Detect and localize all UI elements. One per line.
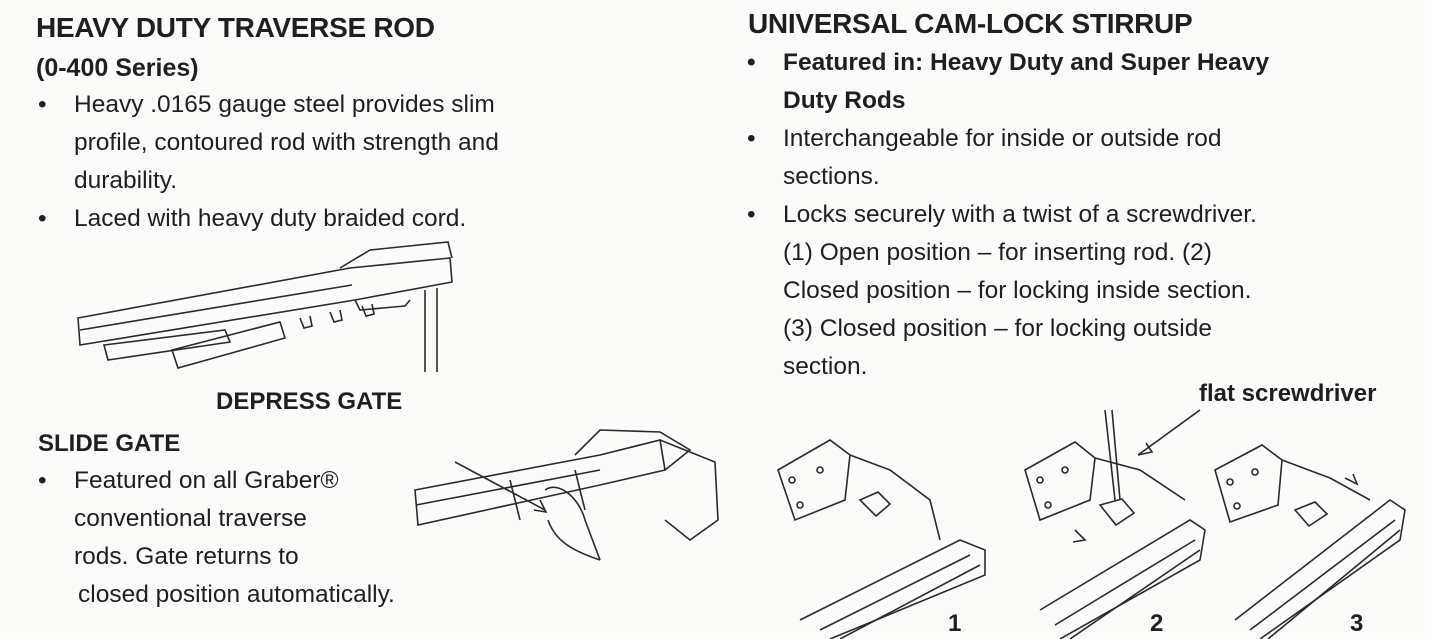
heading-universal-cam-lock-stirrup: UNIVERSAL CAM-LOCK STIRRUP [748,8,1193,39]
traverse-rod-illustration [77,241,453,372]
bullet-cord: • Laced with heavy duty braided cord. [38,205,467,232]
depress-gate-label: DEPRESS GATE [216,388,403,415]
bullet-featured-in: • Featured in: Heavy Duty and Super Heav… [747,49,1270,114]
heading-slide-gate: SLIDE GATE [38,430,181,457]
bullet-graber: • Featured on all Graber® conventional t… [38,467,395,608]
bullet-interchangeable: • Interchangeable for inside or outside … [747,125,1222,190]
bullet-locks-securely: • Locks securely with a twist of a screw… [747,201,1257,380]
slide-gate-bullet-list: • Featured on all Graber® conventional t… [36,462,395,614]
bullet-steel: • Heavy .0165 gauge steel provides slim … [38,91,499,194]
right-bullet-list: • Featured in: Heavy Duty and Super Heav… [745,44,1269,386]
step-number-3: 3 [1350,610,1364,637]
cam-lock-step-illustrations [777,409,1406,639]
left-bullet-list: • Heavy .0165 gauge steel provides slim … [36,86,499,238]
step-number-2: 2 [1150,610,1164,637]
flat-screwdriver-label: flat screwdriver [1199,380,1377,407]
heading-series: (0-400 Series) [36,54,199,82]
step-number-1: 1 [948,610,962,637]
heading-heavy-duty-traverse-rod: HEAVY DUTY TRAVERSE ROD [36,12,435,43]
slide-gate-illustration [414,429,719,561]
